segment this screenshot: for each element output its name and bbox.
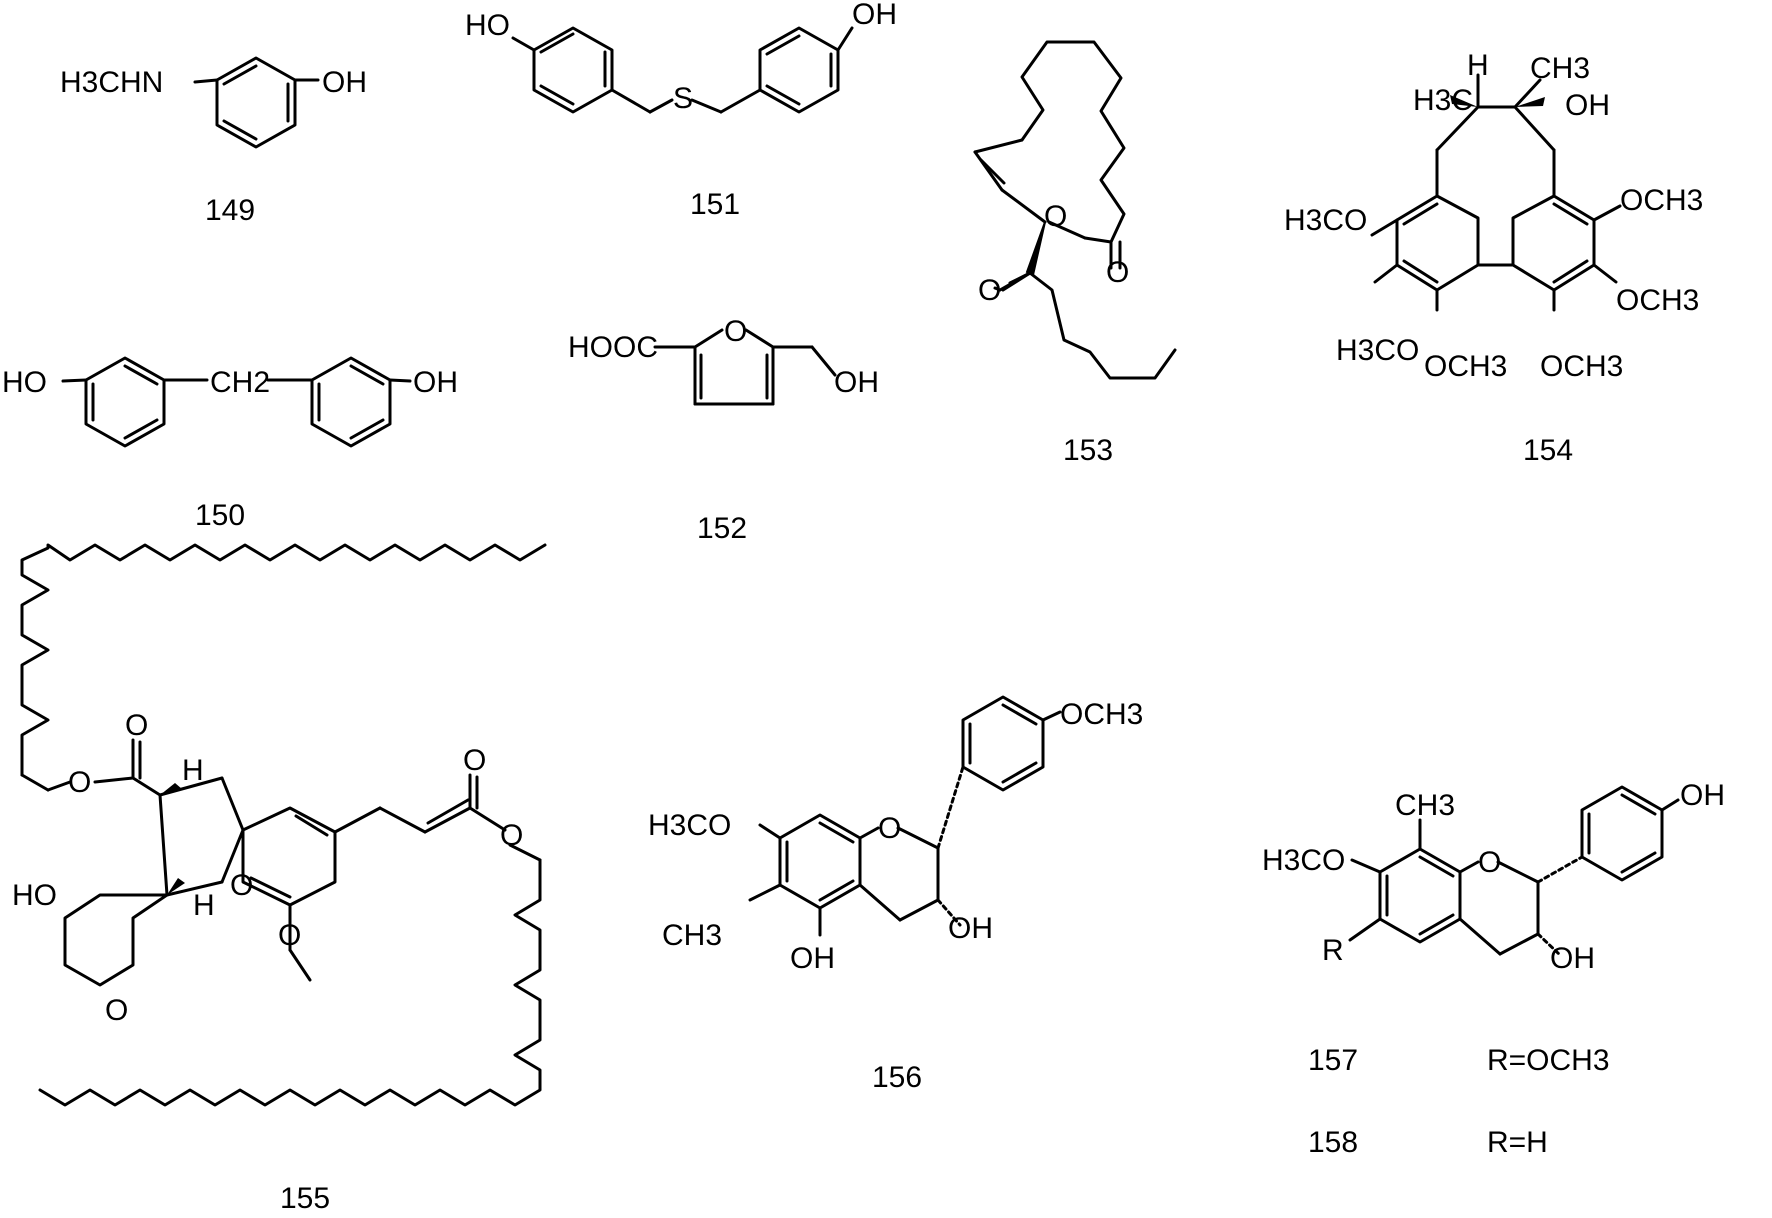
- compound-157: CH3 H3CO O OH OH R 157 R=OCH3: [1262, 779, 1725, 1077]
- compound-number: 157: [1308, 1044, 1358, 1077]
- atom-label: H3CO: [1284, 204, 1367, 237]
- atom-label: H3CO: [1262, 844, 1345, 877]
- atom-label: O: [1044, 200, 1067, 233]
- atom-label: O: [978, 274, 1001, 307]
- atom-label: CH3: [1530, 52, 1590, 85]
- atom-label: CH2: [210, 366, 270, 399]
- atom-label: H: [182, 754, 204, 787]
- atom-label: H3CO: [1336, 334, 1419, 367]
- atom-label: HO: [12, 879, 57, 912]
- compound-number: 149: [205, 194, 255, 227]
- atom-label: R: [1322, 934, 1344, 967]
- compound-153: O O O 153: [973, 40, 1177, 467]
- atom-label: H3CO: [648, 809, 731, 842]
- atom-label: OH: [834, 366, 879, 399]
- r-group-definition: R=OCH3: [1487, 1044, 1610, 1077]
- atom-label: O: [1106, 256, 1129, 289]
- atom-label: HO: [2, 366, 47, 399]
- atom-label: S: [673, 82, 693, 115]
- compound-number: 154: [1523, 434, 1573, 467]
- compound-number: 156: [872, 1061, 922, 1094]
- r-group-definition: R=H: [1487, 1126, 1548, 1159]
- atom-label: OH: [413, 366, 458, 399]
- atom-label: O: [500, 819, 523, 852]
- compound-158: 158 R=H: [1308, 1126, 1548, 1159]
- atom-label: HO: [465, 9, 510, 42]
- compound-number: 158: [1308, 1126, 1358, 1159]
- atom-label: OH: [948, 912, 993, 945]
- atom-label: OCH3: [1540, 350, 1623, 383]
- compound-number: 155: [280, 1182, 330, 1215]
- compound-number: 151: [690, 188, 740, 221]
- compound-number: 152: [697, 512, 747, 545]
- atom-label: OH: [852, 0, 897, 31]
- compound-154: H3CO OCH3 H3CO OCH3 OCH3 OCH3 H3C H CH3 …: [1284, 49, 1703, 467]
- atom-label: O: [230, 869, 253, 902]
- atom-label: H: [193, 889, 215, 922]
- atom-label: O: [463, 744, 486, 777]
- atom-label: CH3: [662, 919, 722, 952]
- compound-149: H3CHN OH 149: [60, 56, 367, 227]
- atom-label: H3CHN: [60, 66, 163, 99]
- atom-label: O: [278, 919, 301, 952]
- atom-label: O: [105, 994, 128, 1027]
- atom-label: O: [1478, 846, 1501, 879]
- compound-155: O O H H HO O O O O O 155: [12, 543, 547, 1215]
- compound-150: HO CH2 OH 150: [2, 356, 458, 532]
- atom-label: HOOC: [568, 331, 658, 364]
- atom-label: O: [724, 315, 747, 348]
- atom-label: OH: [322, 66, 367, 99]
- atom-label: O: [878, 812, 901, 845]
- atom-label: OH: [1565, 89, 1610, 122]
- atom-label: OH: [1550, 942, 1595, 975]
- compound-number: 150: [195, 499, 245, 532]
- atom-label: O: [125, 709, 148, 742]
- atom-label: OCH3: [1620, 184, 1703, 217]
- atom-label: O: [68, 766, 91, 799]
- atom-label: CH3: [1395, 789, 1455, 822]
- compound-number: 153: [1063, 434, 1113, 467]
- atom-label: OH: [1680, 779, 1725, 812]
- atom-label: OCH3: [1616, 284, 1699, 317]
- atom-label: OCH3: [1424, 350, 1507, 383]
- atom-label: OH: [790, 942, 835, 975]
- atom-label: H: [1467, 49, 1489, 82]
- compound-152: HOOC O OH 152: [568, 315, 879, 545]
- compound-156: OCH3 H3CO O CH3 OH OH 156: [648, 695, 1143, 1094]
- compound-151: HO S OH 151: [465, 0, 897, 221]
- atom-label: H3C: [1413, 84, 1473, 117]
- atom-label: OCH3: [1060, 698, 1143, 731]
